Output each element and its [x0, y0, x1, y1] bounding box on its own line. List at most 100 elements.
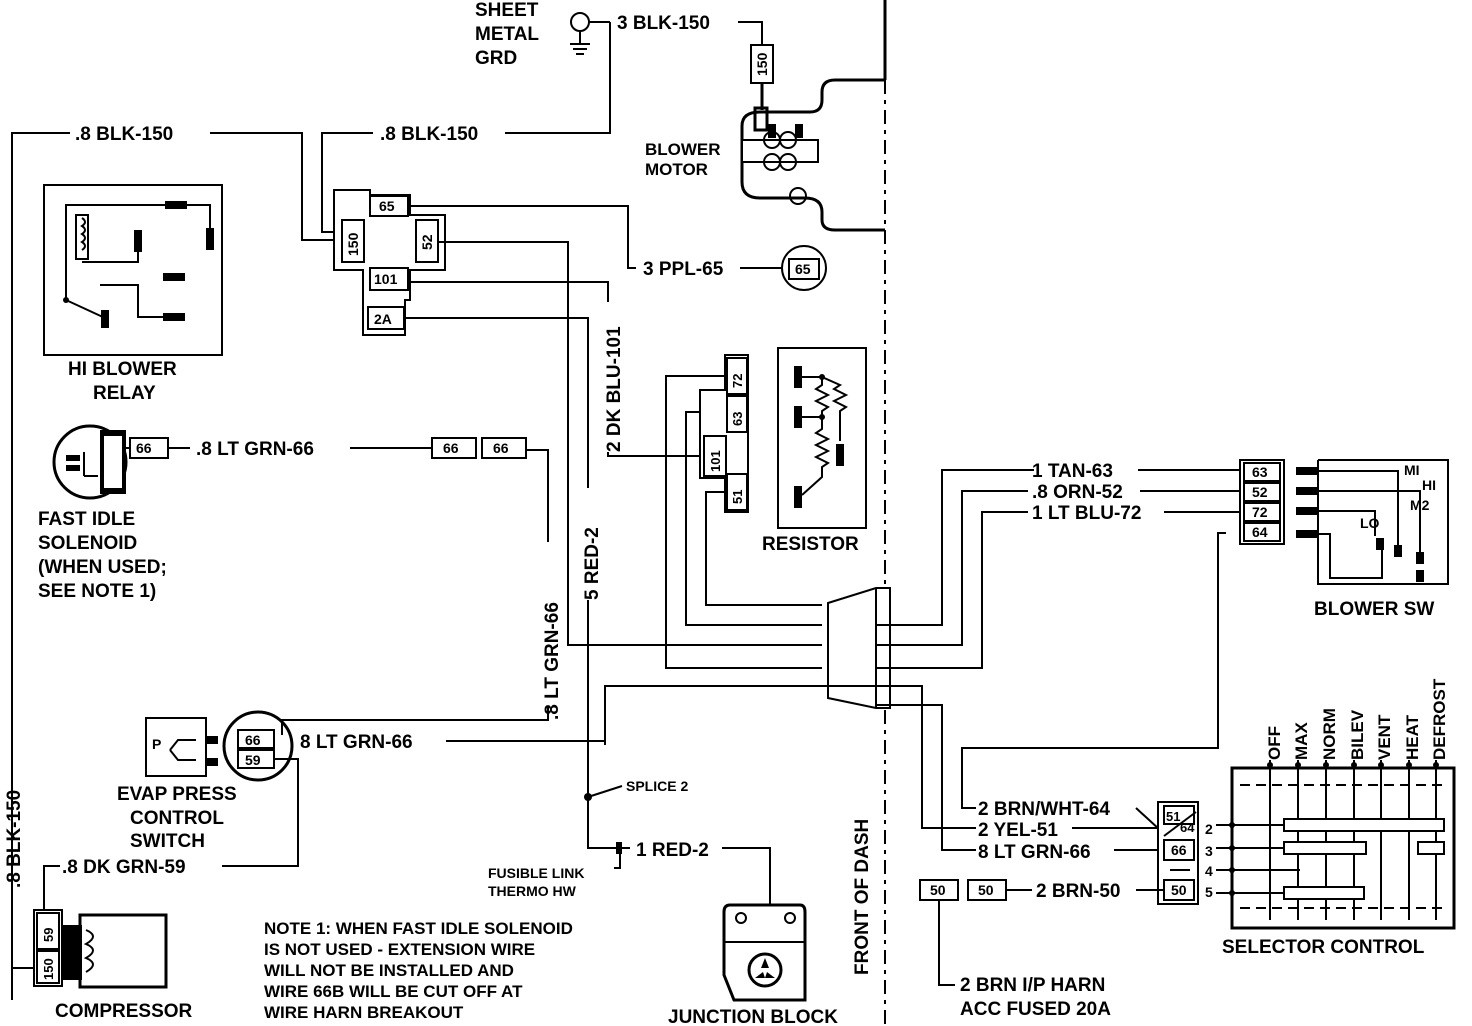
rect-shape: [36, 912, 60, 950]
wires-brnwht-label: 2 BRN/WHT-64: [978, 799, 1110, 820]
terminals-r2a-label: 2A: [374, 311, 392, 327]
rect-shape: [1417, 841, 1445, 855]
wires-orn-label: .8 ORN-52: [1032, 482, 1123, 503]
polyline-shape: [438, 241, 822, 646]
terminals-bs72-label: 72: [1252, 504, 1268, 520]
wires-red1-label: 1 RED-2: [636, 840, 709, 861]
rect-shape: [726, 357, 748, 395]
components-hi_blower_relay-0-label: HI BLOWER: [68, 359, 177, 380]
rect-shape: [1163, 839, 1195, 861]
polyline-shape: [665, 375, 822, 669]
circle-shape: [1295, 762, 1301, 768]
circle-shape: [789, 187, 807, 205]
rect-shape: [75, 214, 89, 260]
selector_modes-5-label: HEAT: [1403, 714, 1422, 760]
components-fast_idle_solenoid-1-label: SOLENOID: [38, 533, 137, 554]
rect-shape: [795, 124, 803, 138]
rect-shape: [1394, 545, 1402, 557]
circle-shape: [784, 912, 796, 924]
rect-shape: [1296, 467, 1318, 475]
rect-shape: [43, 184, 223, 356]
components-blower_motor-1-label: MOTOR: [645, 160, 708, 179]
polyline-shape: [876, 511, 1028, 669]
rect-shape: [62, 925, 82, 980]
rect-shape: [206, 228, 214, 250]
selector_modes-4-label: VENT: [1375, 714, 1394, 760]
rect-shape: [66, 465, 80, 471]
polyline-shape: [526, 449, 549, 542]
rect-shape: [145, 717, 207, 777]
terminals-rc63-label: 63: [730, 412, 745, 426]
rect-shape: [206, 736, 218, 744]
selector_pins-2-label: 4: [1205, 863, 1213, 879]
wires-ltblu-label: 1 LT BLU-72: [1032, 503, 1141, 524]
circle-shape: [1433, 762, 1439, 768]
path-shape: [813, 377, 831, 417]
polyline-shape: [505, 22, 611, 134]
blower_sw_positions-1-label: HI: [1422, 477, 1436, 493]
terminals-r65-label: 65: [379, 198, 395, 214]
polyline-shape: [607, 452, 700, 457]
terminals-sc64-label: 64: [1180, 820, 1195, 835]
selector_modes-2-label: NORM: [1320, 708, 1339, 760]
polyline-shape: [222, 758, 299, 867]
components-sheet_metal_grd-2-label: GRD: [475, 48, 517, 69]
terminals-sc66-label: 66: [1171, 842, 1187, 858]
polyline-shape: [43, 865, 60, 910]
polyline-shape: [180, 204, 211, 228]
rect-shape: [788, 258, 820, 280]
components-fast_idle_solenoid-3-label: SEE NOTE 1): [38, 581, 156, 602]
wires-blk_left-label: .8 BLK-150: [75, 124, 173, 145]
rect-shape: [726, 395, 748, 433]
wires-brn_ip-1-label: ACC FUSED 20A: [960, 999, 1111, 1020]
wires-yel-label: 2 YEL-51: [978, 820, 1058, 841]
polyline-shape: [65, 299, 106, 319]
terminals-i66a-label: 66: [443, 440, 459, 456]
selector_modes-3-label: BILEV: [1348, 709, 1367, 760]
circle-shape: [1267, 762, 1273, 768]
terminals-sc50-label: 50: [1171, 882, 1187, 898]
wires-brn50-label: 2 BRN-50: [1036, 881, 1120, 902]
ground-terminal-icon: [570, 12, 590, 32]
components-junction_block-label: JUNCTION BLOCK: [668, 1007, 838, 1026]
terminals-rc51-label: 51: [730, 490, 745, 504]
rect-shape: [836, 444, 844, 466]
polyline-shape: [82, 248, 139, 263]
rect-shape: [101, 310, 109, 328]
polyline-shape: [1318, 533, 1383, 579]
rect-shape: [134, 230, 142, 252]
circle-shape: [1406, 762, 1412, 768]
rect-shape: [163, 313, 185, 321]
compressor: 59 150 COMPRESSOR: [11, 909, 193, 1022]
rect-shape: [726, 473, 748, 511]
path-shape: [801, 417, 831, 496]
components-blower_motor-0-label: BLOWER: [645, 140, 721, 159]
components-fusible_link-1-label: THERMO HW: [488, 883, 577, 899]
rect-shape: [431, 437, 477, 459]
path-shape: [755, 958, 775, 978]
polyline-shape: [587, 785, 623, 798]
rect-shape: [1283, 886, 1365, 900]
path-shape: [827, 587, 891, 709]
selector_pins-3-label: 5: [1205, 884, 1213, 900]
relay-connector: 65 150 52 101 2A: [333, 189, 446, 336]
selector_pins-0-label: 2: [1205, 821, 1213, 837]
selector_modes-0-label: OFF: [1265, 726, 1284, 760]
polyline-shape: [614, 854, 621, 869]
blower_sw_positions-2-label: M2: [1410, 497, 1430, 513]
front-of-dash-label: FRONT OF DASH: [852, 819, 873, 975]
terminals-e66-label: 66: [245, 732, 261, 748]
rect-shape: [768, 124, 776, 138]
wires-tan-label: 1 TAN-63: [1032, 461, 1113, 482]
components-evap_switch-1-label: CONTROL: [130, 808, 224, 829]
rect-shape: [1283, 841, 1367, 855]
polyline-shape: [738, 21, 763, 45]
wires-blk_mid-label: .8 BLK-150: [380, 124, 478, 145]
terminals-bs63-label: 63: [1252, 464, 1268, 480]
polyline-shape: [961, 532, 1226, 809]
polyline-shape: [408, 205, 636, 269]
components-compressor-label: COMPRESSOR: [55, 1001, 193, 1022]
polyline-shape: [876, 490, 1028, 646]
components-fusible_link-0-label: FUSIBLE LINK: [488, 865, 584, 881]
junction-block: JUNCTION BLOCK: [668, 903, 838, 1026]
